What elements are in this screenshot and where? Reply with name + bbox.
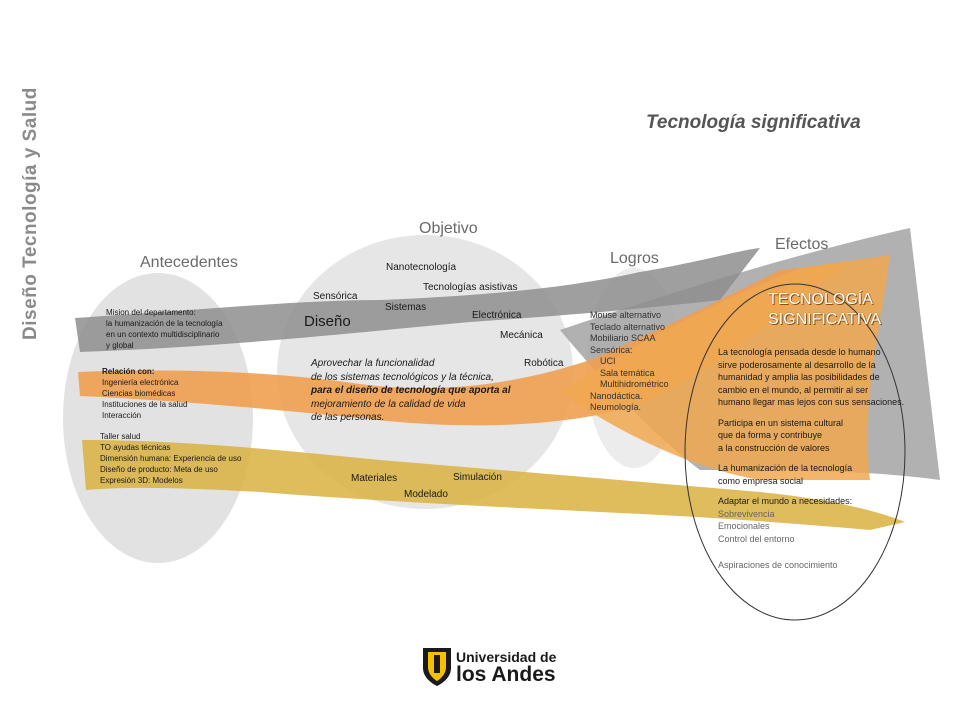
- efectos-outline: [684, 283, 906, 621]
- efectos-line: como empresa social: [718, 475, 804, 486]
- efectos-title: TECNOLOGÍA SIGNIFICATIVA: [768, 290, 881, 330]
- header-antecedentes: Antecedentes: [140, 254, 238, 271]
- mision-line: en un contexto multidisciplinario: [106, 330, 220, 339]
- logro-item: Teclado alternativo: [590, 321, 666, 332]
- mission-line: de las personas.: [311, 412, 385, 423]
- side-title: Diseño Tecnología y Salud: [20, 87, 41, 340]
- header-objetivo: Objetivo: [419, 220, 478, 237]
- mission-line: Aprovechar la funcionalidad: [311, 358, 435, 369]
- relacion-line: Interacción: [102, 411, 142, 420]
- efectos-line: Control del entorno: [718, 533, 795, 544]
- logro-item: Multihidrométrico: [600, 379, 669, 389]
- objetivo-tecnologias-asistivas: Tecnologías asistivas: [423, 282, 518, 293]
- objetivo-electronica: Electrónica: [472, 310, 522, 321]
- mission-line: para el diseño de tecnología que aporta …: [311, 385, 511, 396]
- objetivo-materiales: Materiales: [351, 473, 398, 484]
- efectos-title-line: SIGNIFICATIVA: [768, 311, 882, 328]
- taller-line: Expresión 3D: Modelos: [100, 476, 183, 485]
- logro-item: Neumología.: [590, 402, 642, 412]
- logro-item: Sala temática: [600, 367, 655, 378]
- logo-line-2: los Andes: [456, 663, 556, 686]
- efectos-line: La humanización de la tecnología: [718, 463, 853, 473]
- antecedentes-relacion: Relación con: Ingeniería electrónica Cie…: [102, 366, 187, 421]
- taller-line: Diseño de producto: Meta de uso: [100, 465, 218, 474]
- relacion-line: Instituciones de la salud: [102, 400, 188, 409]
- mision-line: Mision del departamento:: [106, 308, 196, 317]
- taller-line: Dimensión humana: Experiencia de uso: [100, 454, 242, 463]
- efectos-line: Aspiraciones de conocimiento: [718, 560, 838, 570]
- efectos-text: La tecnología pensada desde lo humano si…: [718, 346, 904, 572]
- objetivo-sistemas: Sistemas: [385, 302, 427, 313]
- efectos-line: Adaptar el mundo a necesidades:: [718, 496, 853, 506]
- logros-list: Mouse alternativo Teclado alternativo Mo…: [590, 310, 669, 414]
- antecedentes-taller: Taller salud TO ayudas técnicas Dimensió…: [100, 431, 241, 486]
- efectos-line: sirve poderosamente al desarrollo de la: [718, 359, 876, 370]
- efectos-line: humano llegar mas lejos con sus sensacio…: [718, 397, 905, 407]
- objetivo-nanotecnologia: Nanotecnología: [386, 262, 457, 273]
- antecedentes-mision: Mision del departamento: la humanización…: [106, 307, 223, 351]
- objetivo-modelado: Modelado: [404, 489, 448, 500]
- taller-line: Taller salud: [100, 432, 141, 441]
- gray-band: [75, 248, 760, 352]
- efectos-line: La tecnología pensada desde lo humano: [718, 347, 881, 357]
- mision-line: y global: [106, 341, 134, 350]
- efectos-line: Participa en un sistema cultural: [718, 417, 844, 428]
- logro-item: Sensórica:: [590, 344, 633, 355]
- efectos-title-line: TECNOLOGÍA: [768, 291, 873, 308]
- objetivo-robotica: Robótica: [524, 358, 564, 369]
- logro-item: Nanodáctica.: [590, 390, 643, 401]
- efectos-line: que da forma y contribuye: [718, 430, 823, 440]
- orange-fan: [560, 255, 890, 480]
- relacion-line: Relación con:: [102, 367, 155, 376]
- logro-item: Mobiliario SCAA: [590, 333, 656, 343]
- header-efectos: Efectos: [775, 236, 829, 253]
- mission-line: mejoramiento de la calidad de vida: [311, 398, 466, 410]
- header-logros: Logros: [610, 250, 659, 267]
- logro-item: Mouse alternativo: [590, 310, 662, 320]
- efectos-line: humanidad y amplia las posibilidades de: [718, 372, 880, 382]
- taller-line: TO ayudas técnicas: [100, 443, 171, 452]
- main-title: Tecnología significativa: [646, 112, 861, 133]
- objetivo-sensorica: Sensórica: [313, 291, 358, 302]
- mision-line: la humanización de la tecnología: [106, 319, 223, 328]
- efectos-line: a la construcción de valores: [718, 442, 830, 453]
- gold-band: [82, 440, 905, 530]
- logo-line-1: Universidad de: [456, 649, 557, 665]
- efectos-line: Sobrevivencia: [718, 508, 775, 519]
- objetivo-mission: Aprovechar la funcionalidad de los siste…: [311, 357, 511, 425]
- mission-line: de los sistemas tecnológicos y la técnic…: [311, 371, 494, 383]
- university-logo-shield: [423, 648, 451, 686]
- efectos-line: Emocionales: [718, 521, 770, 531]
- objetivo-simulacion: Simulación: [453, 472, 502, 483]
- objetivo-mecanica: Mecánica: [500, 330, 543, 341]
- logro-item: UCI: [600, 356, 616, 366]
- relacion-line: Ciencias biomédicas: [102, 389, 176, 398]
- efectos-line: cambio en el mundo, al permitir al ser: [718, 384, 869, 395]
- objetivo-diseno: Diseño: [304, 313, 351, 330]
- relacion-line: Ingeniería electrónica: [102, 378, 179, 387]
